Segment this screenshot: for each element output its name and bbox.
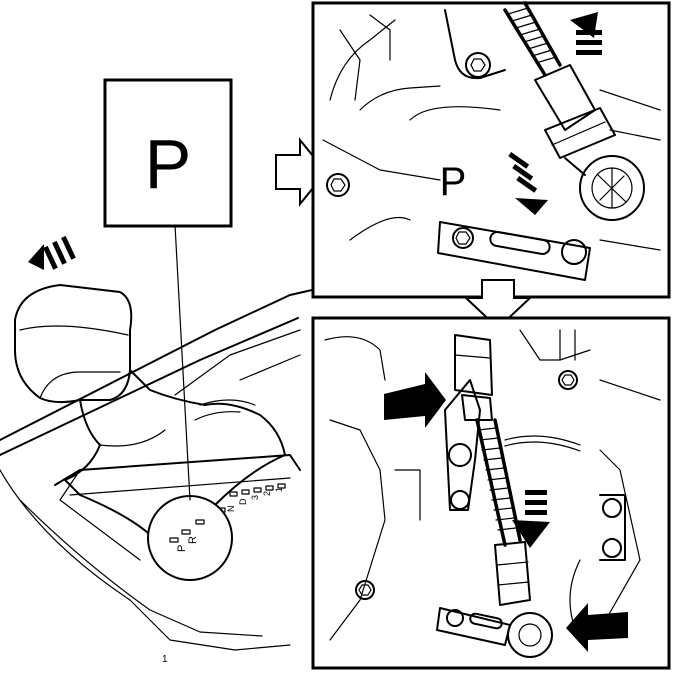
shift-cable-top <box>503 1 562 77</box>
gate-mark-2: 2 <box>262 491 272 496</box>
zoom-gate-p: P <box>176 545 188 552</box>
arrow-right-bold <box>384 372 446 428</box>
ball-socket <box>579 155 645 221</box>
park-callout-label: P <box>145 125 192 203</box>
panel-bottom-right <box>311 316 671 670</box>
arrow-left-bold <box>566 603 628 652</box>
shift-knob <box>14 284 133 404</box>
arrow-up-right <box>570 12 602 55</box>
arrow-down-right <box>508 152 548 215</box>
shift-cable-bottom <box>454 334 553 658</box>
zoom-gate-r: R <box>187 536 199 544</box>
hollow-arrow-down <box>463 279 533 330</box>
gate-mark-n: N <box>226 506 236 513</box>
gate-mark-1: 1 <box>274 487 284 492</box>
panel-top-right: P <box>311 1 671 299</box>
gear-shifter-illustration: D N R 3 2 1 P R 1 <box>0 235 313 665</box>
arrow-down-dashed <box>512 490 550 548</box>
park-callout-box: P <box>103 78 233 228</box>
direction-arrow-left <box>28 235 76 270</box>
gate-mark-d: D <box>238 498 248 505</box>
callout-leader <box>174 224 191 501</box>
gate-mark-3: 3 <box>250 495 260 500</box>
figure-number: 1 <box>162 654 168 665</box>
shift-boot <box>64 369 286 546</box>
panel-top-p-label: P <box>440 160 467 204</box>
